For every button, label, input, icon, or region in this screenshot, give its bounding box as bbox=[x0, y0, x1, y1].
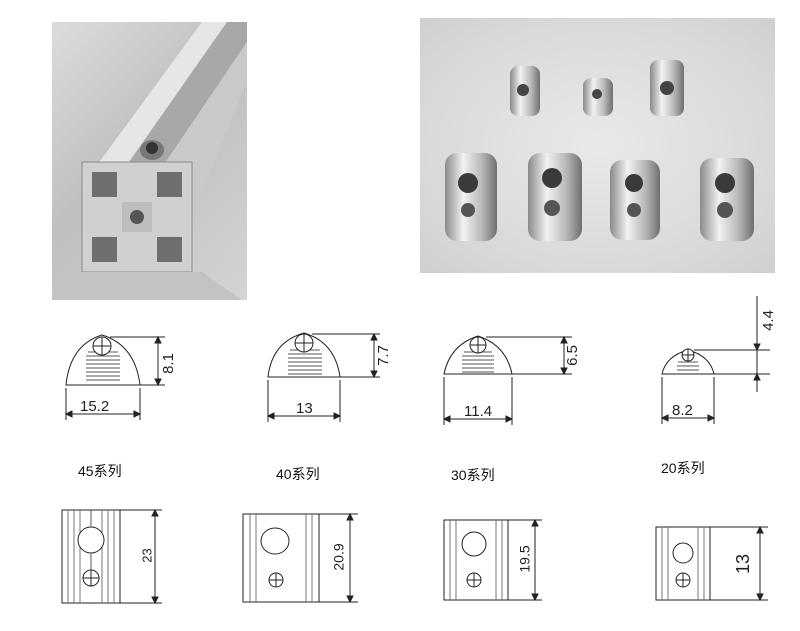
dim-length-30: 19.5 bbox=[516, 545, 533, 573]
dim-height-45: 8.1 bbox=[159, 353, 177, 374]
profile-drawing-20 bbox=[660, 296, 770, 424]
profile-drawing-40 bbox=[266, 332, 380, 422]
top-drawing-45 bbox=[61, 508, 162, 605]
profile-drawing-45 bbox=[64, 334, 165, 420]
top-drawing-20 bbox=[655, 525, 768, 602]
dim-length-20: 13 bbox=[733, 553, 754, 575]
dim-length-40: 20.9 bbox=[330, 543, 347, 571]
dim-height-40: 7.7 bbox=[374, 345, 392, 366]
series-label-45: 45系列 bbox=[78, 463, 122, 479]
dim-width-45: 15.2 bbox=[80, 398, 110, 415]
series-label-20: 20系列 bbox=[661, 460, 705, 476]
dim-length-45: 23 bbox=[139, 548, 155, 563]
top-drawing-30 bbox=[443, 518, 542, 602]
aluminum-profile-photo bbox=[52, 22, 247, 300]
profile-drawing-30 bbox=[442, 335, 572, 425]
dim-height-20: 4.4 bbox=[759, 310, 777, 331]
dim-width-30: 11.4 bbox=[464, 403, 493, 420]
top-drawing-40 bbox=[242, 512, 358, 604]
series-label-40: 40系列 bbox=[276, 466, 320, 482]
nut-products-photo bbox=[420, 18, 775, 273]
dim-width-40: 13 bbox=[296, 400, 313, 417]
series-label-30: 30系列 bbox=[451, 467, 495, 483]
dim-height-30: 6.5 bbox=[563, 345, 581, 366]
dim-width-20: 8.2 bbox=[672, 402, 693, 419]
